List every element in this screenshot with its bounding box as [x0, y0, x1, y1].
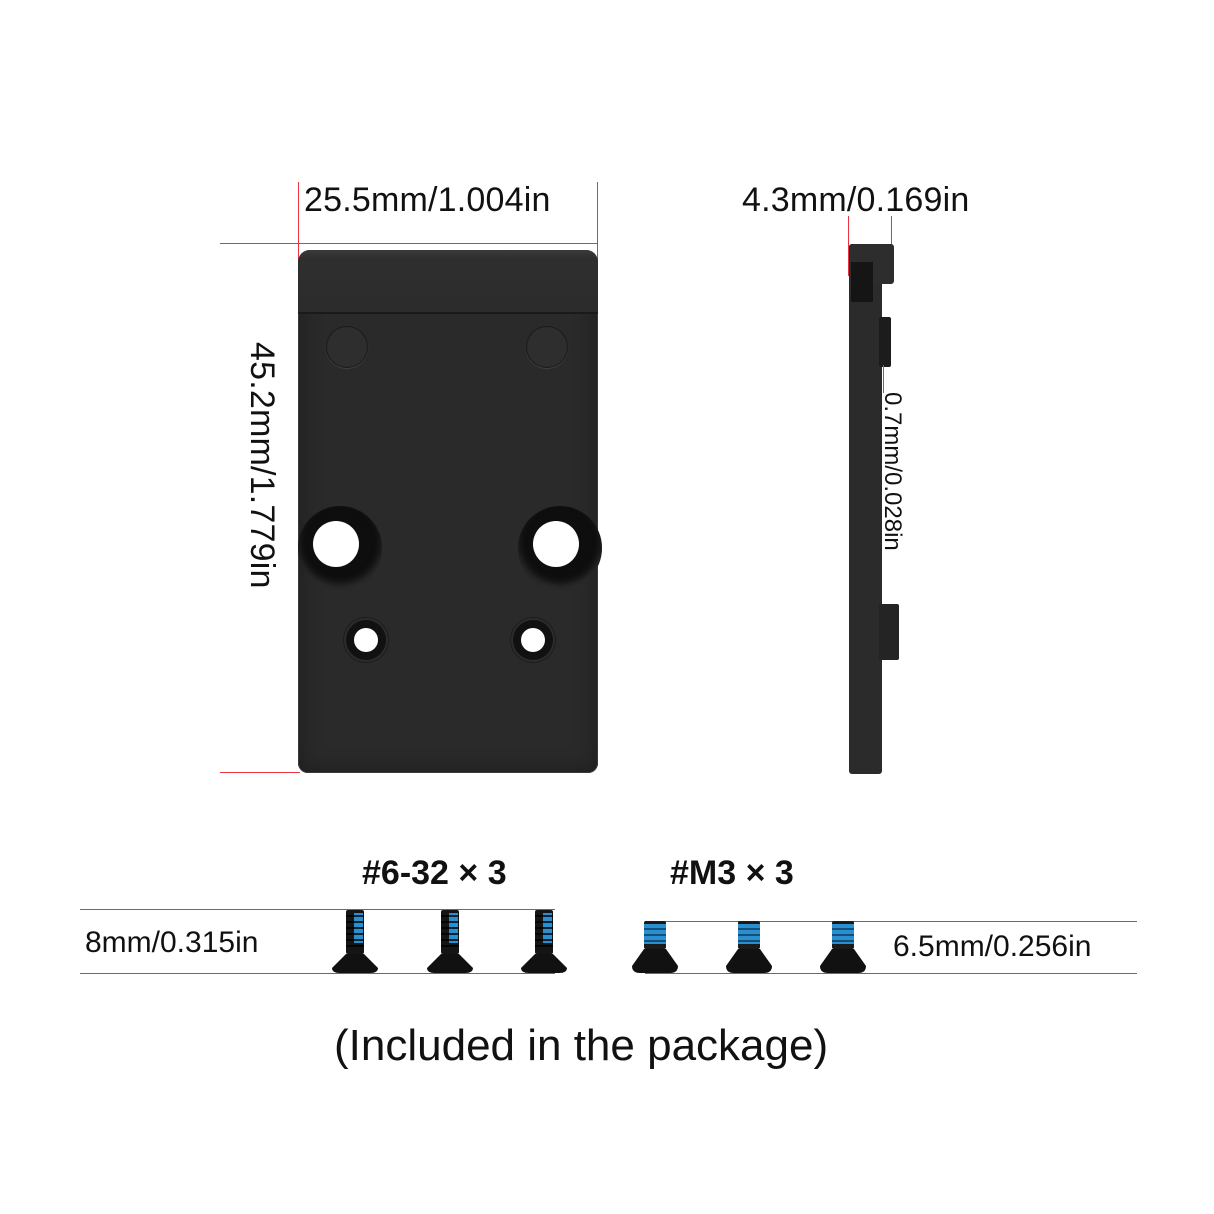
screw2-bottom-line: [645, 973, 1137, 974]
locating-pin-left: [326, 326, 368, 368]
screw-6-32-icon-3: [521, 910, 567, 973]
small-hole-left: [346, 620, 386, 660]
plate-raised-lip: [298, 250, 598, 314]
screw-6-32-icon-1: [332, 910, 378, 973]
plate-thickness-label: 4.3mm/0.169in: [742, 181, 970, 219]
screw-m3-icon-2: [726, 921, 772, 973]
screw-m3-icon-3: [820, 921, 866, 973]
bottom-extension-line: [220, 772, 300, 773]
mounting-plate-side: [849, 244, 899, 774]
side-notch: [851, 262, 873, 302]
countersunk-hole-right: [518, 506, 602, 590]
mounting-plate-front: [298, 250, 602, 773]
plate-height-label: 45.2mm/1.779in: [243, 342, 281, 589]
screw2-length-label: 6.5mm/0.256in: [893, 930, 1092, 963]
screw-group2-title: #M3 × 3: [670, 854, 794, 892]
screw2-top-line: [645, 921, 1137, 922]
screw1-top-line: [80, 909, 555, 910]
screw1-length-label: 8mm/0.315in: [85, 926, 259, 959]
width-line-left: [298, 182, 299, 262]
package-caption: (Included in the package): [334, 1021, 829, 1070]
step-line: [883, 365, 884, 393]
screw-group1-title: #6-32 × 3: [362, 854, 507, 892]
countersunk-hole-left: [298, 506, 382, 590]
locating-pin-right: [526, 326, 568, 368]
top-extension-line: [220, 243, 598, 244]
screw1-bottom-line: [80, 973, 555, 974]
thickness-line-left: [848, 216, 849, 276]
step-height-label: 0.7mm/0.028in: [879, 392, 906, 551]
width-line-right: [597, 182, 598, 262]
screw-6-32-icon-2: [427, 910, 473, 973]
side-pin-bottom: [879, 604, 899, 660]
small-hole-right: [513, 620, 553, 660]
plate-width-label: 25.5mm/1.004in: [304, 181, 551, 219]
screw-m3-icon-1: [632, 921, 678, 973]
side-pin-top: [879, 317, 891, 367]
